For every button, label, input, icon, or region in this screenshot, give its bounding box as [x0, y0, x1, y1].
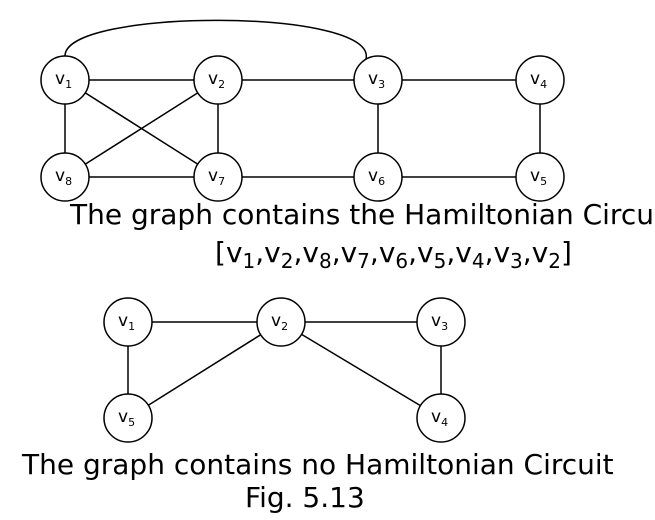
circuit-vertex: v8 [302, 236, 332, 273]
graph1-node-label-v1: v1 [55, 69, 72, 91]
graph2-edge-v2-v4 [280, 321, 442, 419]
figure-label: Fig. 5.13 [245, 481, 365, 514]
circuit-vertex: v3 [493, 236, 523, 273]
circuit-vertex: v2 [531, 236, 561, 273]
graph1-node-v4: v4 [515, 55, 565, 105]
graph1-node-label-v2: v2 [208, 69, 225, 91]
graph1-node-v3: v3 [353, 55, 403, 105]
graph2-node-label-v2: v2 [271, 311, 288, 333]
graph1-edges [64, 19, 541, 178]
graph2-node-v5: v5 [103, 393, 153, 443]
graph2-node-v3: v3 [416, 297, 466, 347]
graph2-node-v2: v2 [256, 297, 306, 347]
graph1-node-label-v7: v7 [208, 166, 225, 188]
graph1-node-v8: v8 [40, 152, 90, 202]
graph2-caption: The graph contains no Hamiltonian Circui… [22, 448, 614, 481]
graph1-node-label-v5: v5 [530, 166, 547, 188]
graph1-node-label-v6: v6 [368, 166, 385, 188]
graph1-node-v1: v1 [40, 55, 90, 105]
circuit-vertex: v4 [455, 236, 485, 273]
graph2-edge-v5-v2 [127, 321, 282, 419]
graph1-node-v2: v2 [193, 55, 243, 105]
graph1-node-label-v8: v8 [55, 166, 72, 188]
circuit-vertex: v6 [378, 236, 409, 273]
graph1-node-v5: v5 [515, 152, 565, 202]
circuit-vertex: v7 [340, 236, 370, 273]
graph2-node-v1: v1 [103, 297, 153, 347]
graph2-node-label-v5: v5 [118, 407, 135, 429]
graph1-edge-v1-v3 [64, 19, 367, 60]
circuit-vertex: v5 [417, 236, 447, 273]
circuit-vertex: v1 [225, 236, 256, 273]
graph1-node-label-v4: v4 [530, 69, 547, 91]
graph2-node-label-v3: v3 [431, 311, 448, 333]
graph2-node-label-v4: v4 [431, 407, 448, 429]
hamiltonian-circuit-sequence: [v1,v2,v8,v7,v6,v5,v4,v3,v2] [215, 236, 572, 273]
graph2-node-label-v1: v1 [118, 311, 135, 333]
graph1-edge-v2-v8 [64, 79, 219, 178]
graph2-node-v4: v4 [416, 393, 466, 443]
circuit-vertex: v2 [264, 236, 294, 273]
graph1-node-v7: v7 [193, 152, 243, 202]
graph1-caption: The graph contains the Hamiltonian Circu… [70, 198, 655, 231]
graph1-node-v6: v6 [353, 152, 403, 202]
graph1-node-label-v3: v3 [368, 69, 385, 91]
